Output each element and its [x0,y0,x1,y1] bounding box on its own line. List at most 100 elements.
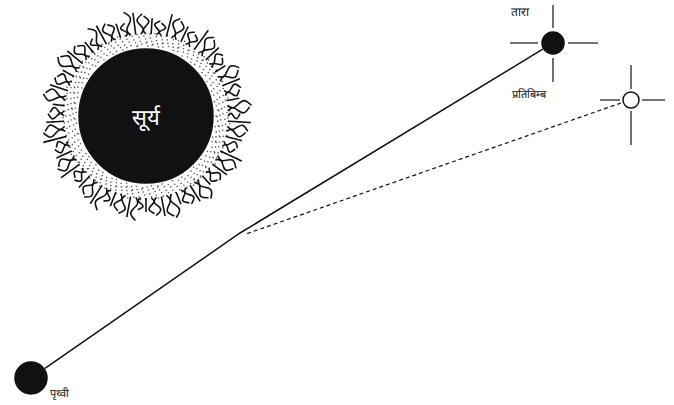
corona-stipple [193,184,195,186]
corona-flame [185,188,194,204]
corona-stipple [183,51,185,53]
node-label: तारा [511,3,529,20]
corona-stipple [74,92,76,94]
corona-stipple [173,50,175,52]
corona-stipple [212,136,214,138]
corona-stipple [86,78,88,80]
corona-stipple [70,154,72,156]
corona-stipple [177,51,179,53]
corona-stipple [161,43,163,45]
corona-stipple [217,120,219,122]
corona-flame [56,141,68,147]
corona-stipple [138,37,140,39]
corona-stipple [95,180,97,182]
corona-stipple [187,181,189,183]
corona-stipple [90,162,92,164]
light-ray [45,49,543,368]
corona-stipple [159,189,161,191]
corona-stipple [79,65,81,67]
corona-stipple [222,102,224,104]
corona-stipple [205,155,207,157]
corona-stipple [80,158,82,160]
corona-stipple [74,87,76,89]
corona-stipple [199,66,201,68]
corona-stipple [99,182,101,184]
corona-flame [95,188,107,210]
corona-stipple [215,131,217,133]
corona-stipple [89,68,91,70]
corona-stipple [85,153,87,155]
corona-flame [228,121,251,122]
corona-stipple [173,39,175,41]
corona-stipple [197,57,199,59]
corona-stipple [74,141,76,143]
corona-flame [176,192,181,204]
corona-stipple [180,183,182,185]
corona-stipple [215,141,217,143]
corona-stipple [83,165,85,167]
corona-stipple [78,82,80,84]
corona-stipple [131,190,133,192]
corona-flame [225,136,241,140]
corona-stipple [126,186,128,188]
node-shape [541,31,565,55]
corona-stipple [66,86,68,88]
corona-stipple [203,171,205,173]
corona-stipple [81,149,83,151]
corona-stipple [143,191,145,193]
corona-flame [45,125,64,131]
corona-stipple [117,36,119,38]
corona-stipple [88,73,90,75]
corona-stipple [211,146,213,148]
corona-stipple [103,53,105,55]
corona-stipple [77,86,79,88]
corona-stipple [82,60,84,62]
corona-stipple [73,124,75,126]
corona-flame [225,90,239,96]
corona-stipple [83,77,85,79]
corona-stipple [139,40,141,42]
corona-stipple [70,103,72,105]
corona-stipple [126,182,128,184]
corona-stipple [198,54,200,56]
corona-stipple [193,173,195,175]
corona-stipple [132,193,134,195]
corona-flame [212,58,222,68]
corona-stipple [222,147,224,149]
corona-stipple [70,92,72,94]
corona-stipple [75,107,77,109]
corona-stipple [219,114,221,116]
corona-stipple [218,125,220,127]
corona-stipple [198,164,200,166]
corona-stipple [225,123,227,125]
corona-stipple [146,42,148,44]
corona-stipple [210,151,212,153]
corona-flame [202,176,210,185]
corona-stipple [196,60,198,62]
corona-stipple [76,133,78,135]
corona-stipple [75,82,77,84]
corona-stipple [73,91,75,93]
corona-stipple [190,176,192,178]
corona-stipple [127,197,129,199]
corona-stipple [196,168,198,170]
corona-stipple [218,103,220,105]
corona-stipple [121,189,123,191]
corona-stipple [200,63,202,65]
image-crosshair [600,65,665,145]
corona-stipple [145,38,147,40]
corona-stipple [209,69,211,71]
corona-stipple [117,45,119,47]
corona-flame [149,198,155,214]
corona-stipple [165,190,167,192]
corona-stipple [128,41,130,43]
corona-stipple [214,126,216,128]
corona-stipple [111,178,113,180]
corona-stipple [181,176,183,178]
corona-stipple [163,186,165,188]
corona-flame [74,172,86,181]
corona-stipple [184,41,186,43]
corona-stipple [116,182,118,184]
corona-stipple [135,186,137,188]
corona-flame [74,168,83,177]
